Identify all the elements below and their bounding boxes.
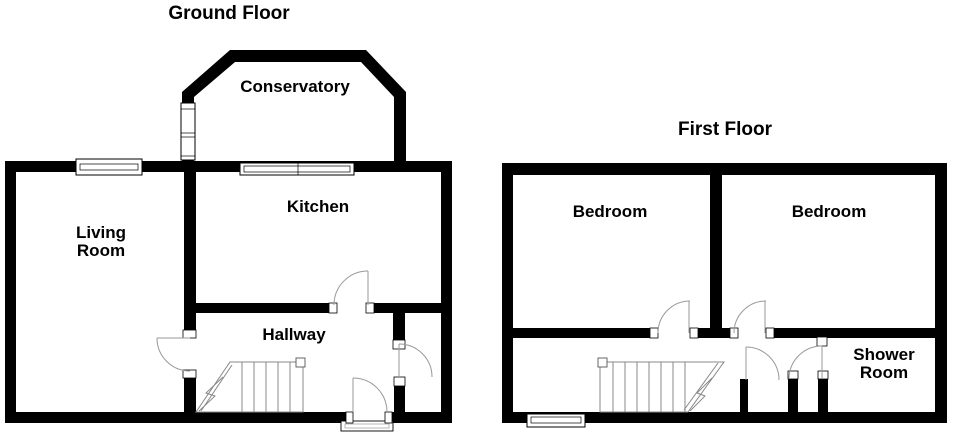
living-room-label-line2: Room — [76, 241, 126, 260]
cupboard-door-swing — [745, 346, 780, 381]
conservatory-window — [180, 102, 196, 161]
ground-door-swings — [156, 270, 433, 413]
kitchen-window — [239, 162, 355, 176]
first-interior-walls — [513, 175, 935, 413]
ground-floor-plan — [5, 50, 452, 432]
ground-interior-walls — [184, 172, 441, 412]
ground-stairs — [195, 357, 306, 413]
conservatory-label: Conservatory — [240, 77, 350, 96]
shower-room-door-swing — [788, 345, 823, 380]
ground-floor-title: Ground Floor — [168, 3, 290, 24]
bedroom-right-door-swing — [733, 300, 767, 334]
ground-outer-walls — [5, 161, 452, 423]
front-door-step-inner — [344, 423, 390, 429]
front-door-step — [340, 420, 394, 432]
first-door-swings — [657, 300, 823, 381]
living-room-label-line1: Living — [75, 223, 127, 242]
kitchen-door-swing — [333, 270, 369, 306]
living-room-window — [75, 158, 143, 176]
landing-window — [526, 413, 586, 428]
first-outer-walls — [502, 163, 947, 423]
front-door-swing — [352, 377, 388, 413]
bedroom-right-label: Bedroom — [791, 202, 867, 221]
hallway-label: Hallway — [262, 325, 326, 344]
store-door-swing — [398, 343, 433, 378]
living-room-door-swing — [156, 337, 191, 372]
first-floor-title: First Floor — [678, 119, 772, 140]
first-stairs — [597, 357, 725, 413]
shower-room-label-line2: Room — [859, 363, 909, 382]
first-floor-plan — [502, 163, 947, 428]
bedroom-left-label: Bedroom — [572, 202, 648, 221]
kitchen-label: Kitchen — [286, 197, 350, 216]
shower-room-label-line1: Shower — [853, 345, 915, 364]
front-door-opening — [347, 412, 391, 423]
bedroom-left-door-swing — [657, 300, 691, 334]
conservatory-walls — [182, 50, 406, 172]
